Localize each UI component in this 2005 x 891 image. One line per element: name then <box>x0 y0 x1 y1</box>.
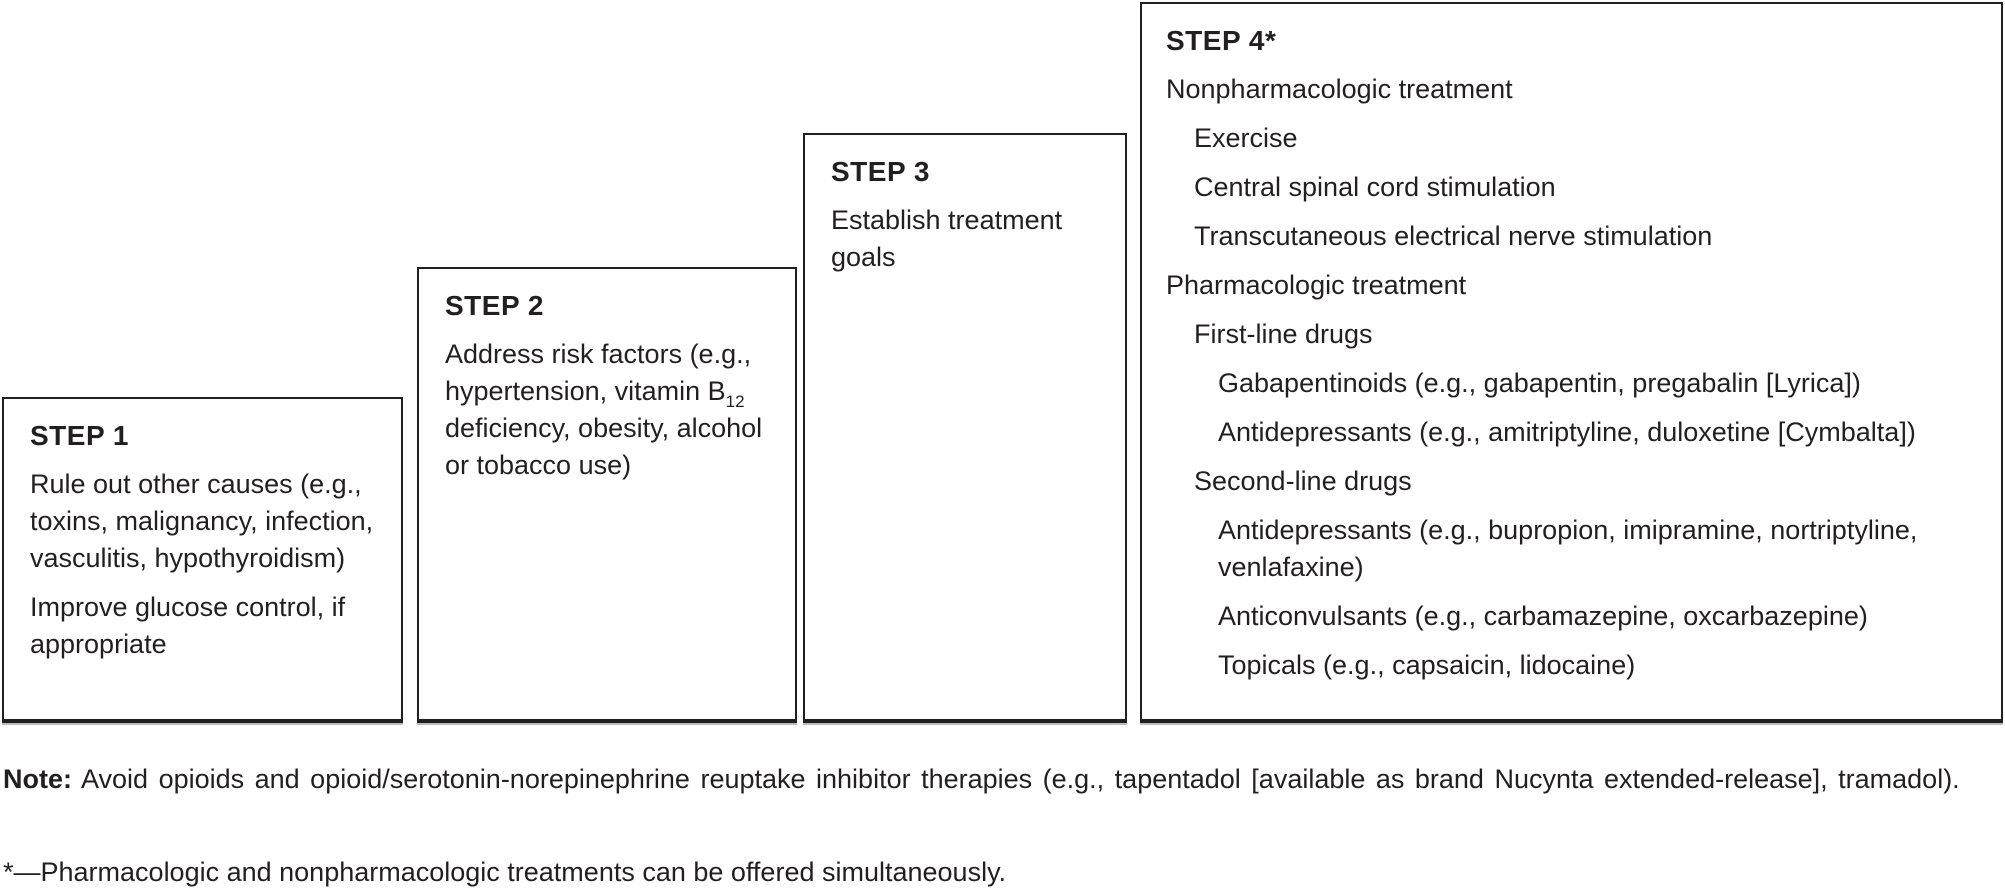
step4-item-anticonvulsants: Anticonvulsants (e.g., carbamazepine, ox… <box>1218 601 1868 631</box>
step4-item-gabapentinoids: Gabapentinoids (e.g., gabapentin, pregab… <box>1218 368 1861 398</box>
step3-item-treatment-goals: Establish treatment goals <box>831 205 1063 272</box>
step4-title: STEP 4* <box>1166 25 1277 56</box>
step4-item-antidepressants-second-line: Antidepressants (e.g., bupropion, imipra… <box>1218 515 1918 582</box>
step2-title: STEP 2 <box>445 290 544 321</box>
step4-item-nonpharmacologic-treatment: Nonpharmacologic treatment <box>1166 74 1513 104</box>
vitamin-b12-subscript: 12 <box>725 392 745 411</box>
risk-factors-text-post: deficiency, obesity, alcohol or tobacco … <box>445 413 763 480</box>
step1-item-glucose-control: Improve glucose control, if appropriate <box>30 592 346 659</box>
step4-box: STEP 4* Nonpharmacologic treatment Exerc… <box>1140 2 2003 723</box>
step4-item-antidepressants-first-line: Antidepressants (e.g., amitriptyline, du… <box>1218 417 1916 447</box>
note: Note: Avoid opioids and opioid/serotonin… <box>3 762 1999 797</box>
step4-item-second-line-drugs: Second-line drugs <box>1194 466 1412 496</box>
step4-item-central-spinal-cord: Central spinal cord stimulation <box>1194 172 1556 202</box>
step2-box: STEP 2 Address risk factors (e.g., hyper… <box>417 267 797 723</box>
step3-title: STEP 3 <box>831 156 930 187</box>
note-label: Note: <box>3 764 72 794</box>
step4-item-first-line-drugs: First-line drugs <box>1194 319 1373 349</box>
step4-item-exercise: Exercise <box>1194 123 1298 153</box>
step1-box: STEP 1 Rule out other causes (e.g., toxi… <box>2 397 403 723</box>
step4-item-topicals: Topicals (e.g., capsaicin, lidocaine) <box>1218 650 1636 680</box>
footnote: *—Pharmacologic and nonpharmacologic tre… <box>3 857 1007 887</box>
step3-box: STEP 3 Establish treatment goals <box>803 133 1127 723</box>
step2-item-risk-factors: Address risk factors (e.g., hypertension… <box>445 336 781 484</box>
risk-factors-text-pre: Address risk factors (e.g., hypertension… <box>445 339 752 406</box>
step4-item-tens: Transcutaneous electrical nerve stimulat… <box>1194 221 1713 251</box>
step1-title: STEP 1 <box>30 420 129 451</box>
step4-item-pharmacologic-treatment: Pharmacologic treatment <box>1166 270 1467 300</box>
note-text: Avoid opioids and opioid/serotonin-norep… <box>81 764 1960 794</box>
step1-item-rule-out-causes: Rule out other causes (e.g., toxins, mal… <box>30 469 374 573</box>
